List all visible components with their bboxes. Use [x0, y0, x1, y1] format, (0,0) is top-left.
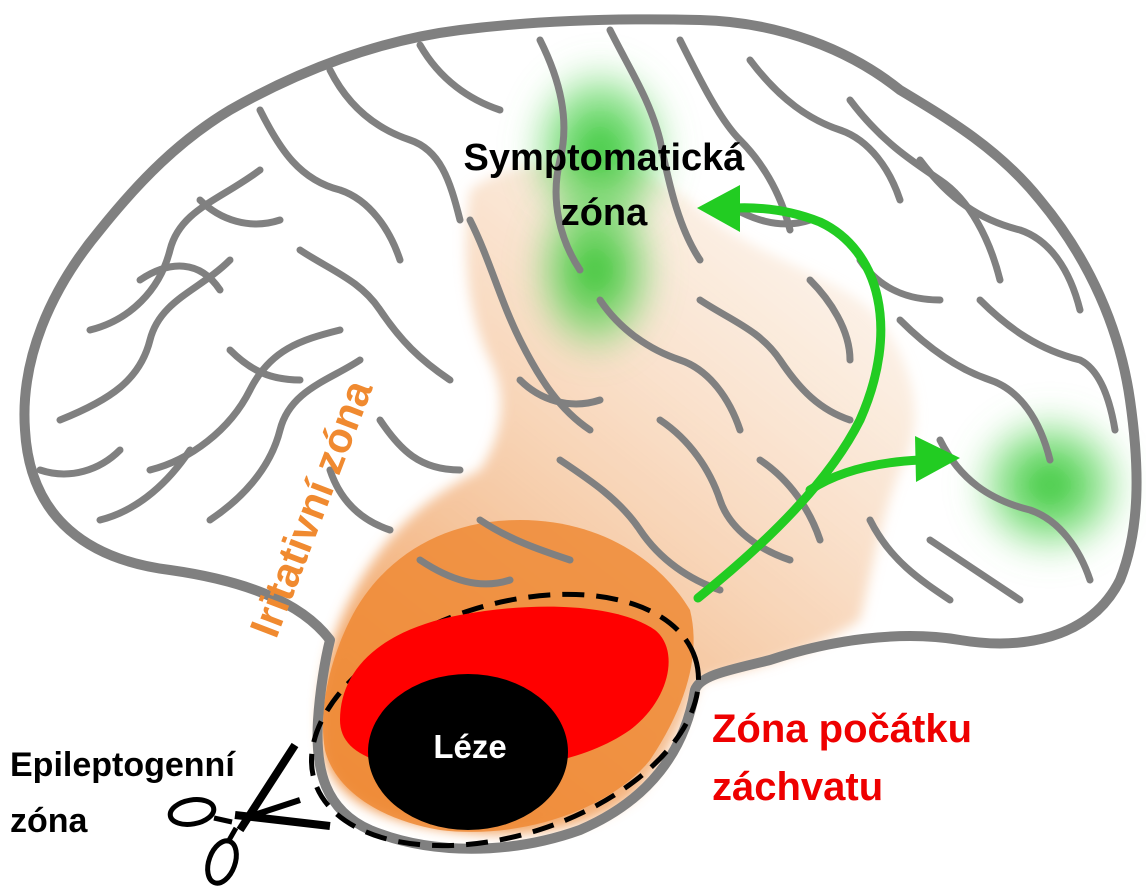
symptomatic-zone-label-line2: zóna	[561, 192, 648, 234]
lesion-label: Léze	[433, 728, 506, 765]
epileptogenic-zone-label-line2: zóna	[10, 802, 89, 840]
symptomatic-zone-label-line1: Symptomatická	[464, 137, 746, 179]
epileptogenic-zone-label-line1: Epileptogenní	[10, 746, 236, 784]
arrowhead-right	[915, 436, 960, 482]
seizure-onset-zone-label-line2: záchvatu	[712, 765, 883, 809]
seizure-onset-zone-label-line1: Zóna počátku	[712, 707, 972, 751]
